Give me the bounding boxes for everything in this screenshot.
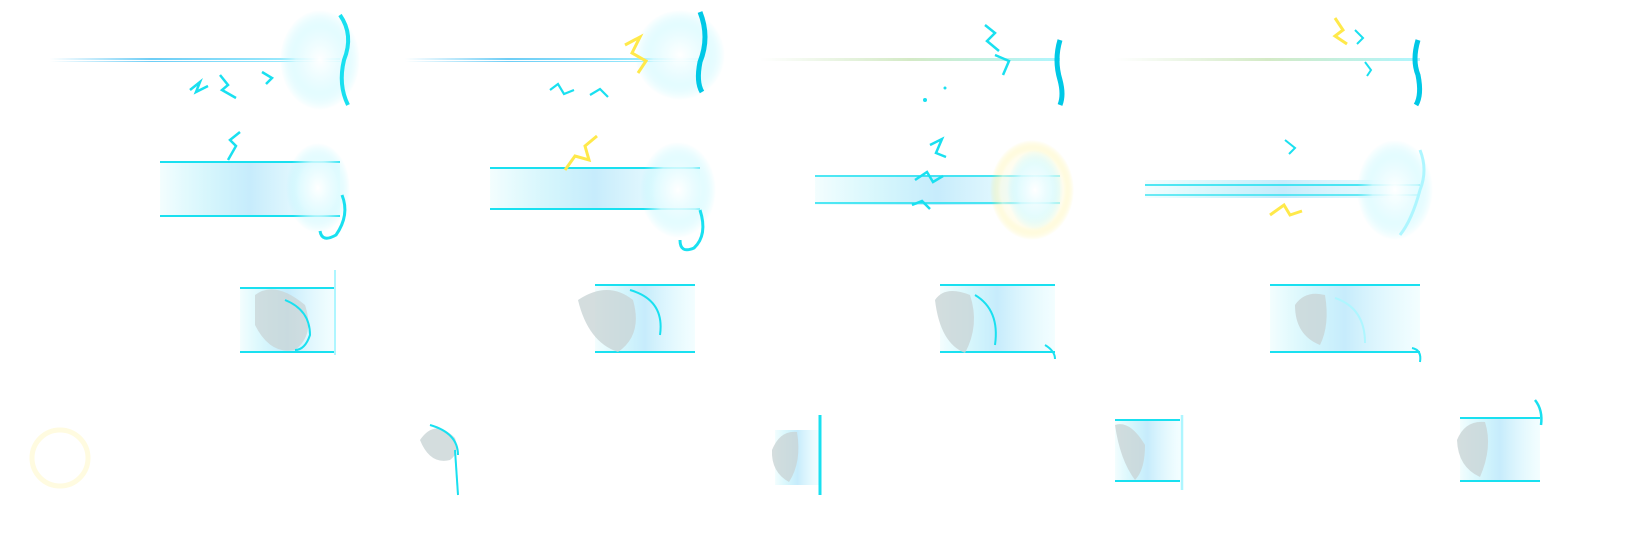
beam-head-frame-1 [240, 270, 336, 355]
beam-start-frame-3 [771, 415, 822, 495]
beam-thin-frame-2 [405, 10, 725, 100]
beam-head-frame-2 [578, 284, 695, 353]
beam-thin-frame-4 [1115, 17, 1423, 107]
beam-start-frame-4 [1115, 415, 1184, 490]
beam-start-frame-2 [420, 424, 459, 496]
beam-thin-frame-1 [50, 10, 360, 110]
beam-thin-frame-3 [760, 24, 1065, 106]
beam-wide-frame-1 [160, 131, 350, 240]
beam-wide-frame-4 [1145, 139, 1433, 240]
beam-start-frame-5 [1457, 399, 1543, 482]
beam-head-frame-4 [1270, 284, 1422, 363]
beam-start-frame-1 [29, 427, 91, 489]
beam-wide-frame-3 [815, 136, 1074, 240]
beam-wide-frame-2 [490, 134, 716, 252]
beam-head-frame-3 [935, 284, 1056, 360]
